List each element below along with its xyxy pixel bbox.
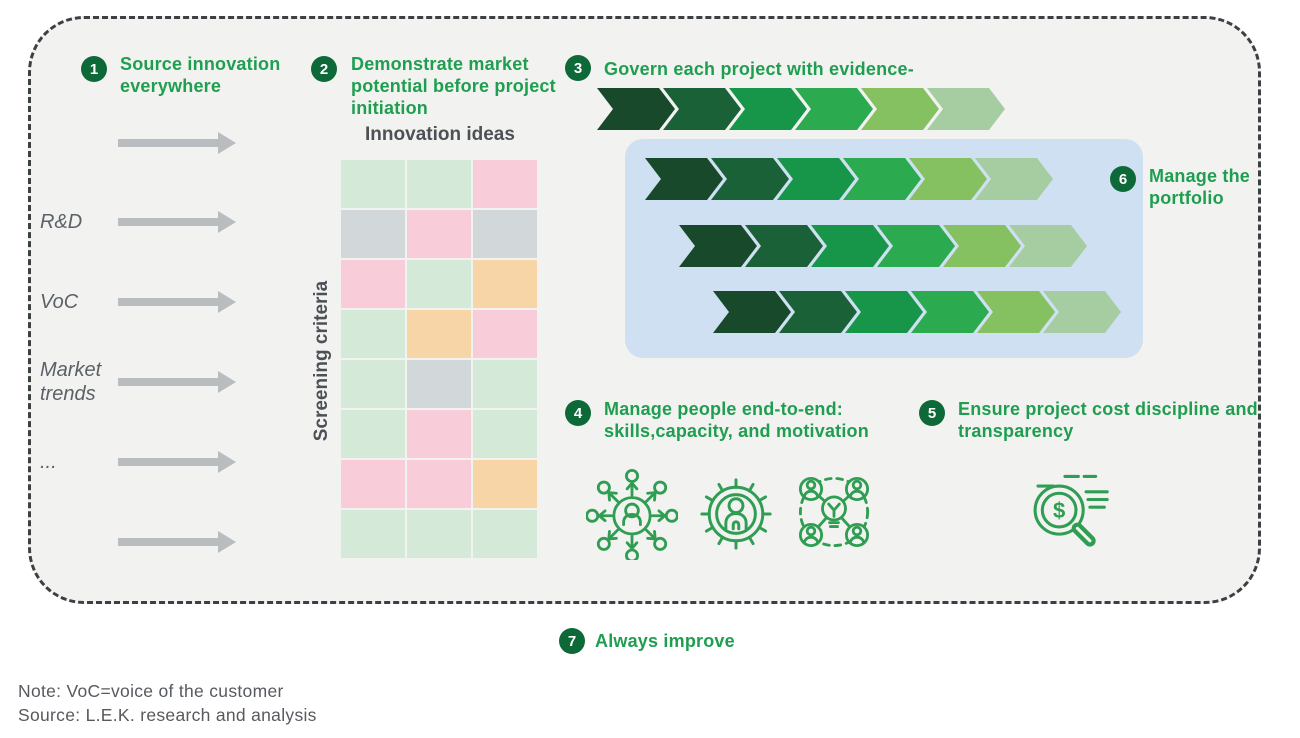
matrix-cell: [473, 310, 537, 358]
source-label-market-trends: Market trends: [40, 359, 102, 405]
chevron-segment: [713, 291, 791, 333]
step-6-label: Manage the portfolio: [1149, 166, 1251, 208]
source-line: Source: L.E.K. research and analysis: [18, 705, 317, 725]
right-arrow-icon: [118, 211, 236, 233]
portfolio-box: [625, 139, 1143, 358]
matrix-cell: [407, 410, 471, 458]
step-2-badge: 2: [311, 56, 337, 82]
matrix-cell: [341, 310, 405, 358]
source-row: R&D: [40, 194, 240, 250]
svg-text:$: $: [1053, 498, 1065, 523]
matrix-cell: [341, 210, 405, 258]
step-3-label: Govern each project with evidence-: [604, 59, 914, 79]
source-row: VoC: [40, 274, 240, 330]
matrix-cell: [341, 260, 405, 308]
matrix-cell: [473, 510, 537, 558]
right-arrow-icon: [118, 132, 236, 154]
project-pipeline: [597, 88, 1005, 130]
screening-matrix: [341, 160, 537, 558]
matrix-cell: [473, 360, 537, 408]
matrix-cell: [473, 160, 537, 208]
source-label-ellipsis: ...: [40, 451, 57, 473]
matrix-cell: [341, 410, 405, 458]
portfolio-pipeline-2: [679, 225, 1087, 267]
person-gear-icon: [688, 466, 784, 562]
step-1-badge: 1: [81, 56, 107, 82]
matrix-title: Innovation ideas: [365, 124, 515, 145]
matrix-cell: [341, 510, 405, 558]
note-line: Note: VoC=voice of the customer: [18, 681, 284, 701]
step-5-badge: 5: [919, 400, 945, 426]
chevron-segment: [679, 225, 757, 267]
step-5-label: Ensure project cost discipline and trans…: [958, 399, 1258, 441]
matrix-cell: [473, 460, 537, 508]
step-2-label: Demonstrate market potential before proj…: [351, 54, 556, 118]
step-1-label: Source innovation everywhere: [120, 54, 281, 96]
matrix-cell: [407, 260, 471, 308]
person-network-icon: [586, 468, 678, 560]
step-4-label: Manage people end-to-end: skills,capacit…: [604, 399, 869, 441]
matrix-cell: [473, 210, 537, 258]
portfolio-pipeline-1: [645, 158, 1053, 200]
step-7-label: Always improve: [595, 631, 735, 651]
source-row: ...: [40, 434, 240, 490]
matrix-cell: [407, 160, 471, 208]
step-3-badge: 3: [565, 55, 591, 81]
step-6-badge: 6: [1110, 166, 1136, 192]
cost-magnifier-icon: $: [1013, 462, 1113, 562]
right-arrow-icon: [118, 371, 236, 393]
matrix-axis-label: Screening criteria: [311, 280, 332, 442]
footnotes: Note: VoC=voice of the customer Source: …: [18, 679, 317, 727]
matrix-cell: [473, 260, 537, 308]
chevron-segment: [597, 88, 675, 130]
right-arrow-icon: [118, 531, 236, 553]
source-label-voc: VoC: [40, 291, 79, 313]
source-row: [40, 115, 240, 171]
matrix-cell: [473, 410, 537, 458]
matrix-cell: [407, 310, 471, 358]
team-lightbulb-icon: [788, 466, 880, 558]
matrix-cell: [407, 460, 471, 508]
matrix-cell: [341, 160, 405, 208]
right-arrow-icon: [118, 451, 236, 473]
matrix-cell: [407, 210, 471, 258]
matrix-cell: [341, 360, 405, 408]
source-label-rd: R&D: [40, 211, 83, 233]
step-7-badge: 7: [559, 628, 585, 654]
portfolio-pipeline-3: [713, 291, 1121, 333]
source-row: [40, 514, 240, 570]
chevron-segment: [645, 158, 723, 200]
step-4-badge: 4: [565, 400, 591, 426]
matrix-cell: [341, 460, 405, 508]
matrix-cell: [407, 510, 471, 558]
right-arrow-icon: [118, 291, 236, 313]
matrix-cell: [407, 360, 471, 408]
source-row: Market trends: [40, 354, 240, 410]
